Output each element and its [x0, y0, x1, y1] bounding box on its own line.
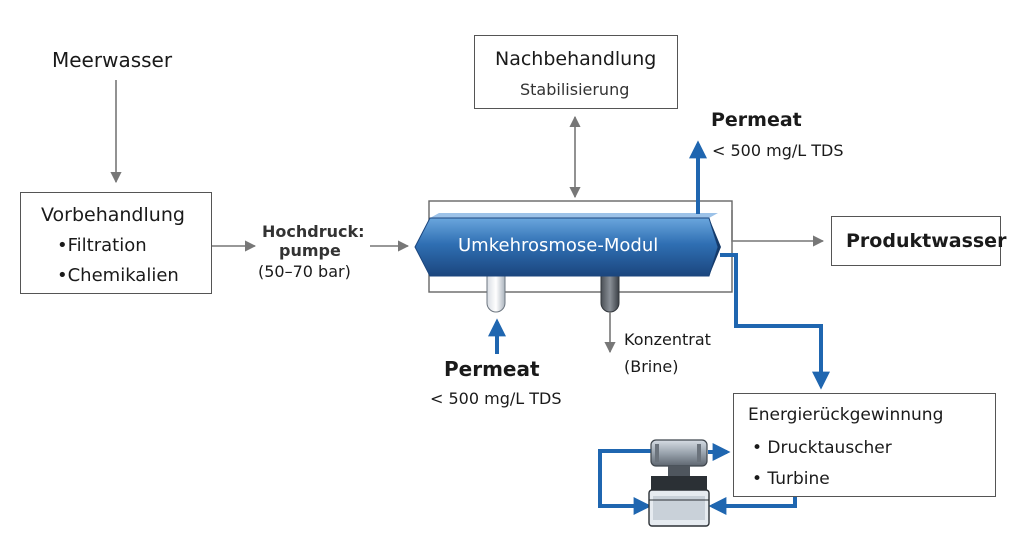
produktwasser-label: Produktwasser — [846, 230, 1007, 252]
hochdruck-pressure: (50–70 bar) — [258, 262, 351, 281]
vorbehandlung-title: Vorbehandlung — [41, 204, 185, 226]
vorbehandlung-item-filtration: •Filtration — [57, 235, 147, 256]
permeat-bottom-value: < 500 mg/L TDS — [430, 389, 562, 408]
module-label: Umkehrosmose-Modul — [458, 235, 659, 256]
arrow-to-produktwasser — [731, 210, 825, 247]
flow-to-energie — [720, 253, 830, 390]
vorbehandlung-box: Vorbehandlung •Filtration •Chemikalien — [20, 192, 212, 294]
pump-icon — [648, 439, 710, 527]
nachbehandlung-subtitle: Stabilisierung — [520, 80, 630, 99]
hochdruck-label-line1: Hochdruck: — [262, 222, 365, 241]
energie-item-turbine: • Turbine — [752, 469, 830, 489]
meerwasser-label: Meerwasser — [52, 48, 173, 72]
brine-label: (Brine) — [624, 357, 679, 376]
module-end-cap — [709, 218, 721, 276]
energierueckgewinnung-box: Energierückgewinnung • Drucktauscher • T… — [733, 393, 996, 497]
module-top-face — [430, 213, 718, 218]
vorbehandlung-item-chemikalien: •Chemikalien — [57, 265, 179, 286]
permeat-top-value: < 500 mg/L TDS — [712, 141, 844, 160]
energie-item-drucktauscher: • Drucktauscher — [752, 438, 892, 458]
permeat-bottom-title: Permeat — [444, 357, 540, 381]
energie-title: Energierückgewinnung — [748, 405, 944, 425]
produktwasser-box: Produktwasser — [831, 216, 1006, 266]
nachbehandlung-title: Nachbehandlung — [495, 48, 657, 70]
nachbehandlung-box: Nachbehandlung Stabilisierung — [474, 35, 678, 109]
konzentrat-label: Konzentrat — [624, 330, 711, 349]
hochdruck-label-line2: pumpe — [279, 241, 341, 260]
energy-loop-top — [598, 449, 652, 515]
energy-loop-return — [708, 497, 797, 515]
permeat-top-title: Permeat — [711, 109, 802, 131]
